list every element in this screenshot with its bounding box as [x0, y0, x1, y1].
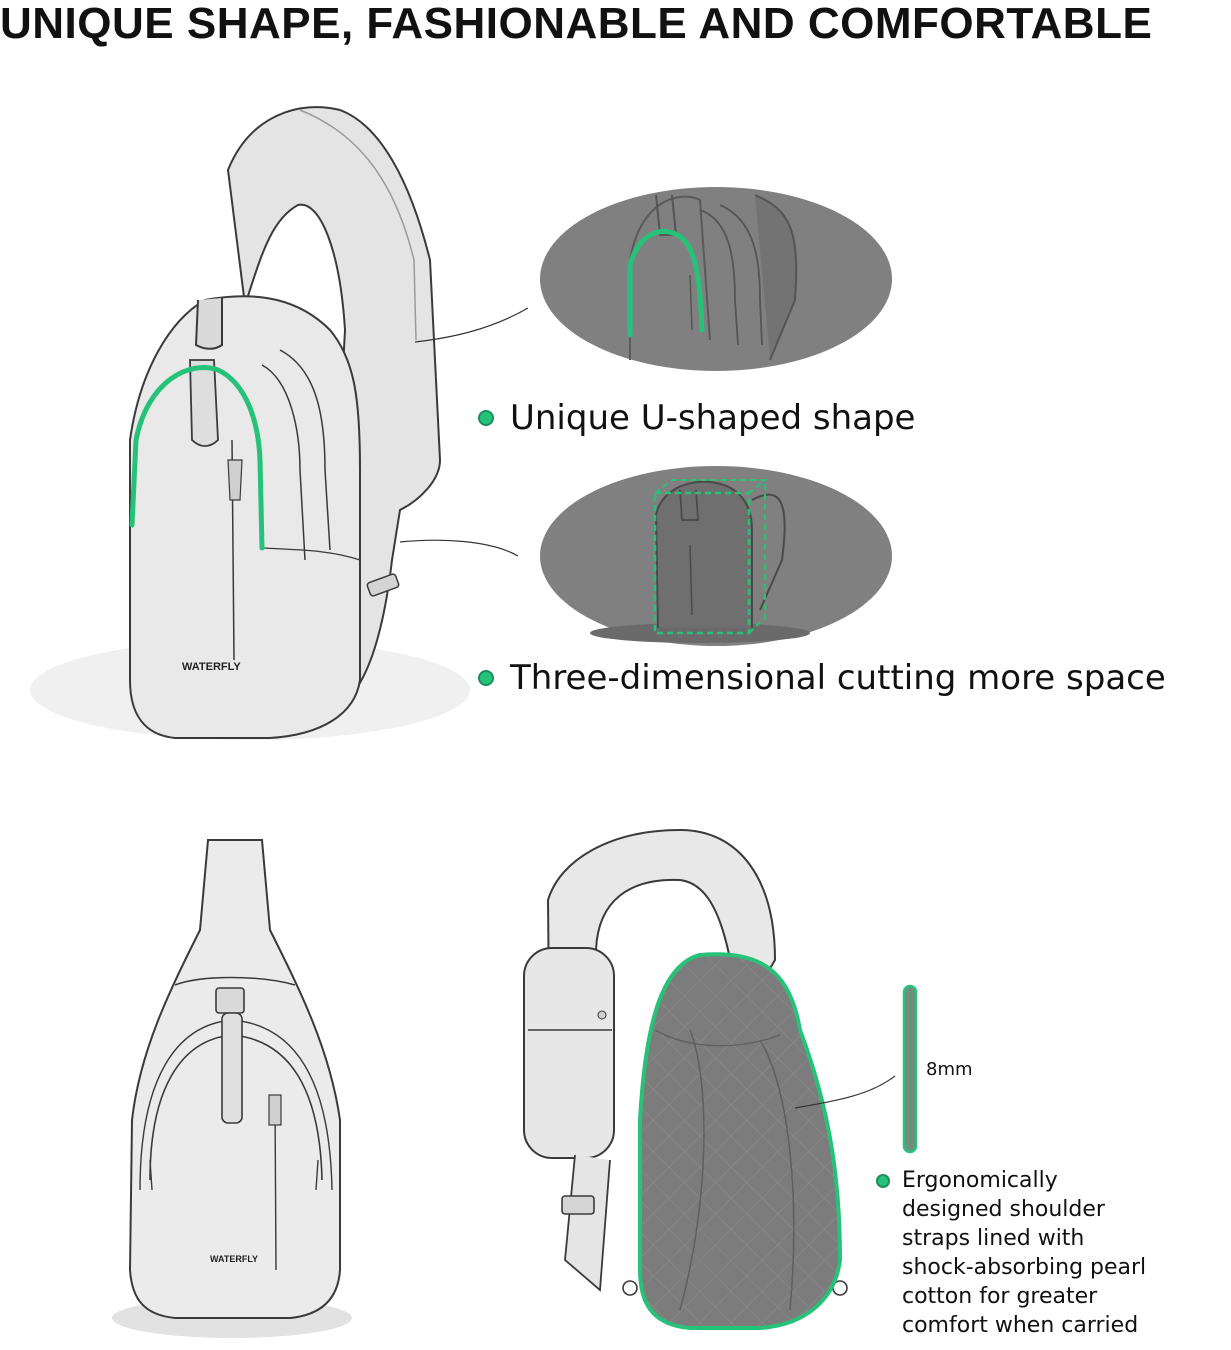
- bullet-dot-icon: [478, 670, 494, 686]
- main-bag-sketch: WATERFLY: [30, 106, 470, 740]
- back-bag-sketch: [523, 828, 918, 1330]
- main-bag-logo: WATERFLY: [182, 661, 241, 673]
- zoom-lens-u-shape: [540, 187, 892, 371]
- zoom-lens-3d-cut: [540, 466, 892, 646]
- feature-3d-cut-label: Three-dimensional cutting more space: [510, 658, 1166, 698]
- strap-description: Ergonomically designed shoulder straps l…: [876, 1166, 1216, 1340]
- feature-u-shape: Unique U-shaped shape: [478, 398, 915, 438]
- strap-description-text: Ergonomically designed shoulder straps l…: [902, 1168, 1147, 1338]
- front-bag-sketch: WATERFLY: [112, 839, 352, 1338]
- page-title: UNIQUE SHAPE, FASHIONABLE AND COMFORTABL…: [0, 0, 1153, 48]
- strap-thickness-label: 8mm: [926, 1059, 973, 1080]
- bullet-dot-icon: [876, 1174, 890, 1188]
- feature-3d-cut: Three-dimensional cutting more space: [478, 658, 1166, 698]
- feature-u-shape-label: Unique U-shaped shape: [510, 398, 916, 438]
- front-bag-logo: WATERFLY: [210, 1254, 258, 1264]
- bullet-dot-icon: [478, 410, 494, 426]
